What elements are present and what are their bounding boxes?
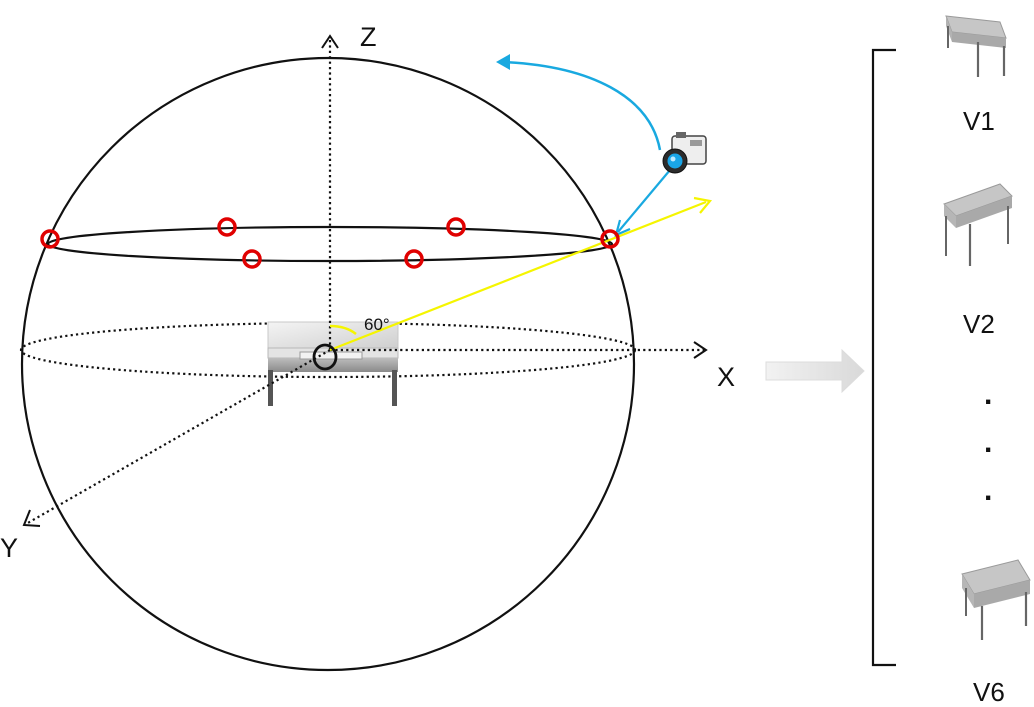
view-thumbnail-v6 (961, 559, 1031, 640)
y-axis-label: Y (0, 533, 18, 563)
view-label-v6: V6 (973, 677, 1005, 707)
z-axis-arrowhead (321, 34, 339, 49)
view-ellipsis-dot: . (984, 378, 992, 411)
latitude-ring (46, 225, 614, 263)
view-ellipsis-dot: . (984, 474, 992, 507)
view-thumbnail-v1 (945, 15, 1007, 77)
y-axis-arrowhead (22, 509, 41, 527)
camera-orbit-arrowhead (496, 54, 510, 70)
views-bracket (871, 48, 896, 667)
viewpoint-marker (600, 229, 620, 249)
view-ellipsis-dot: . (984, 426, 992, 459)
view-label-v1: V1 (963, 106, 995, 136)
y-axis (25, 349, 331, 525)
camera-ray-arrowhead (693, 196, 713, 214)
camera-orbit-arrow (503, 60, 662, 151)
equator-dotted (19, 321, 637, 379)
angle-arc (329, 324, 357, 335)
viewpoint-marker (404, 249, 424, 269)
camera-icon (662, 132, 707, 174)
transition-arrow (765, 348, 865, 394)
origin-marker (312, 343, 338, 371)
z-axis-label: Z (360, 22, 377, 52)
viewpoint-marker (446, 217, 466, 237)
camera-ray (329, 200, 707, 352)
viewpoint-marker (217, 217, 237, 237)
view-label-v2: V2 (963, 309, 995, 339)
viewpoint-markers (40, 217, 620, 269)
angle-label: 60° (364, 315, 390, 334)
view-thumbnail-v2 (943, 183, 1013, 266)
x-axis-arrowhead (693, 341, 708, 359)
viewpoint-marker (242, 249, 262, 269)
camera-to-viewpoint-line (617, 169, 671, 233)
viewpoint-marker (40, 229, 60, 249)
x-axis-label: X (717, 362, 735, 392)
sphere-outline (20, 56, 636, 672)
